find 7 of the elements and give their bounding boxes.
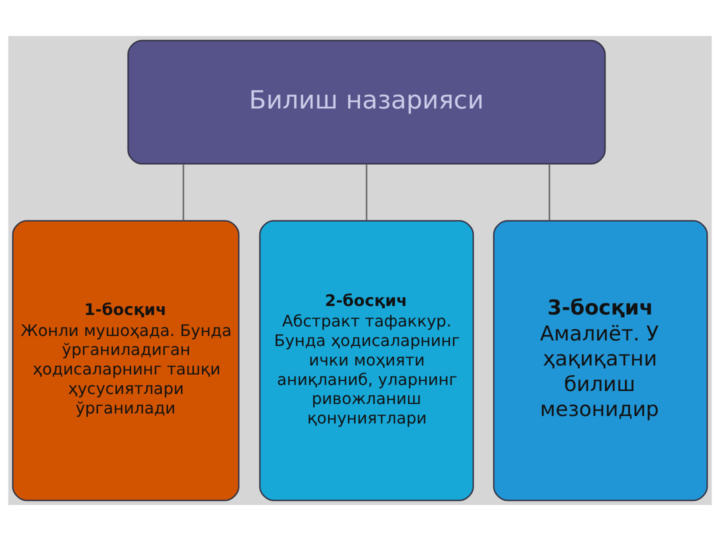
node-box: 1-босқич Жонли мушоҳада. Бунда ўрганиладиган ҳодисаларнинг ташқи ҳусусиятлари ўрганилади xyxy=(12,220,240,501)
connector xyxy=(548,164,550,220)
node-box: 3-босқич Амалиёт. У ҳақиқатни билиш мезонидир xyxy=(493,220,708,501)
node-box: 2-босқич Абстракт тафаккур. Бунда ҳодисаларнинг ички моҳияти аниқланиб, уларнинг ривожланиш қонуниятлари xyxy=(259,220,474,501)
node-box: Билиш назарияси xyxy=(127,39,606,164)
connector xyxy=(366,164,368,220)
connector xyxy=(182,164,184,220)
